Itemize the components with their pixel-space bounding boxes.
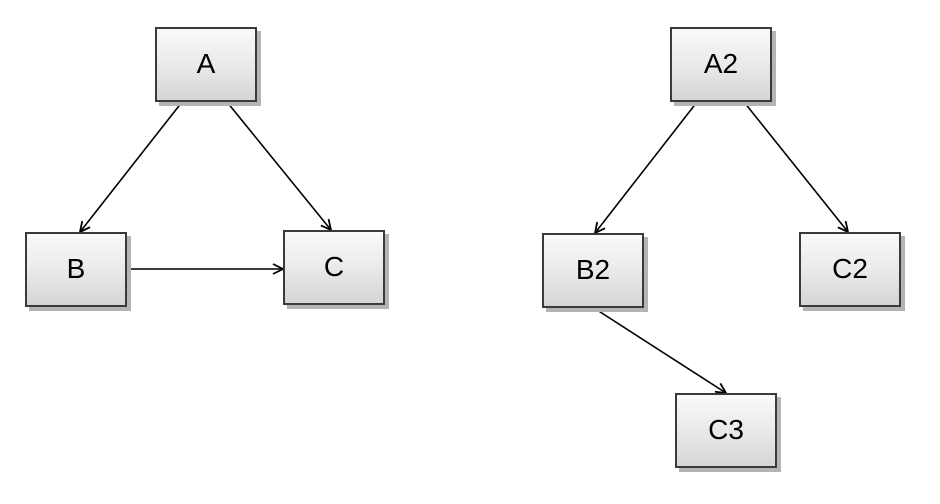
node-B2: B2 [542,233,644,308]
node-C2: C2 [799,232,901,307]
node-C: C [283,230,385,305]
node-C-label: C [323,250,345,282]
node-B: B [25,232,127,307]
node-B2-label: B2 [575,253,611,285]
edge-A-C [226,101,331,230]
node-C3-label: C3 [708,413,744,445]
edge-A-B [80,101,183,232]
node-C3: C3 [675,393,777,468]
node-C2-label: C2 [832,252,868,284]
edge-B2-C3 [593,307,726,393]
node-A-label: A [196,47,216,79]
edge-A2-C2 [743,101,848,232]
node-A2-label: A2 [703,47,739,79]
node-A2: A2 [670,27,772,102]
node-A: A [155,27,257,102]
edge-A2-B2 [595,101,698,233]
node-B-label: B [66,252,86,284]
